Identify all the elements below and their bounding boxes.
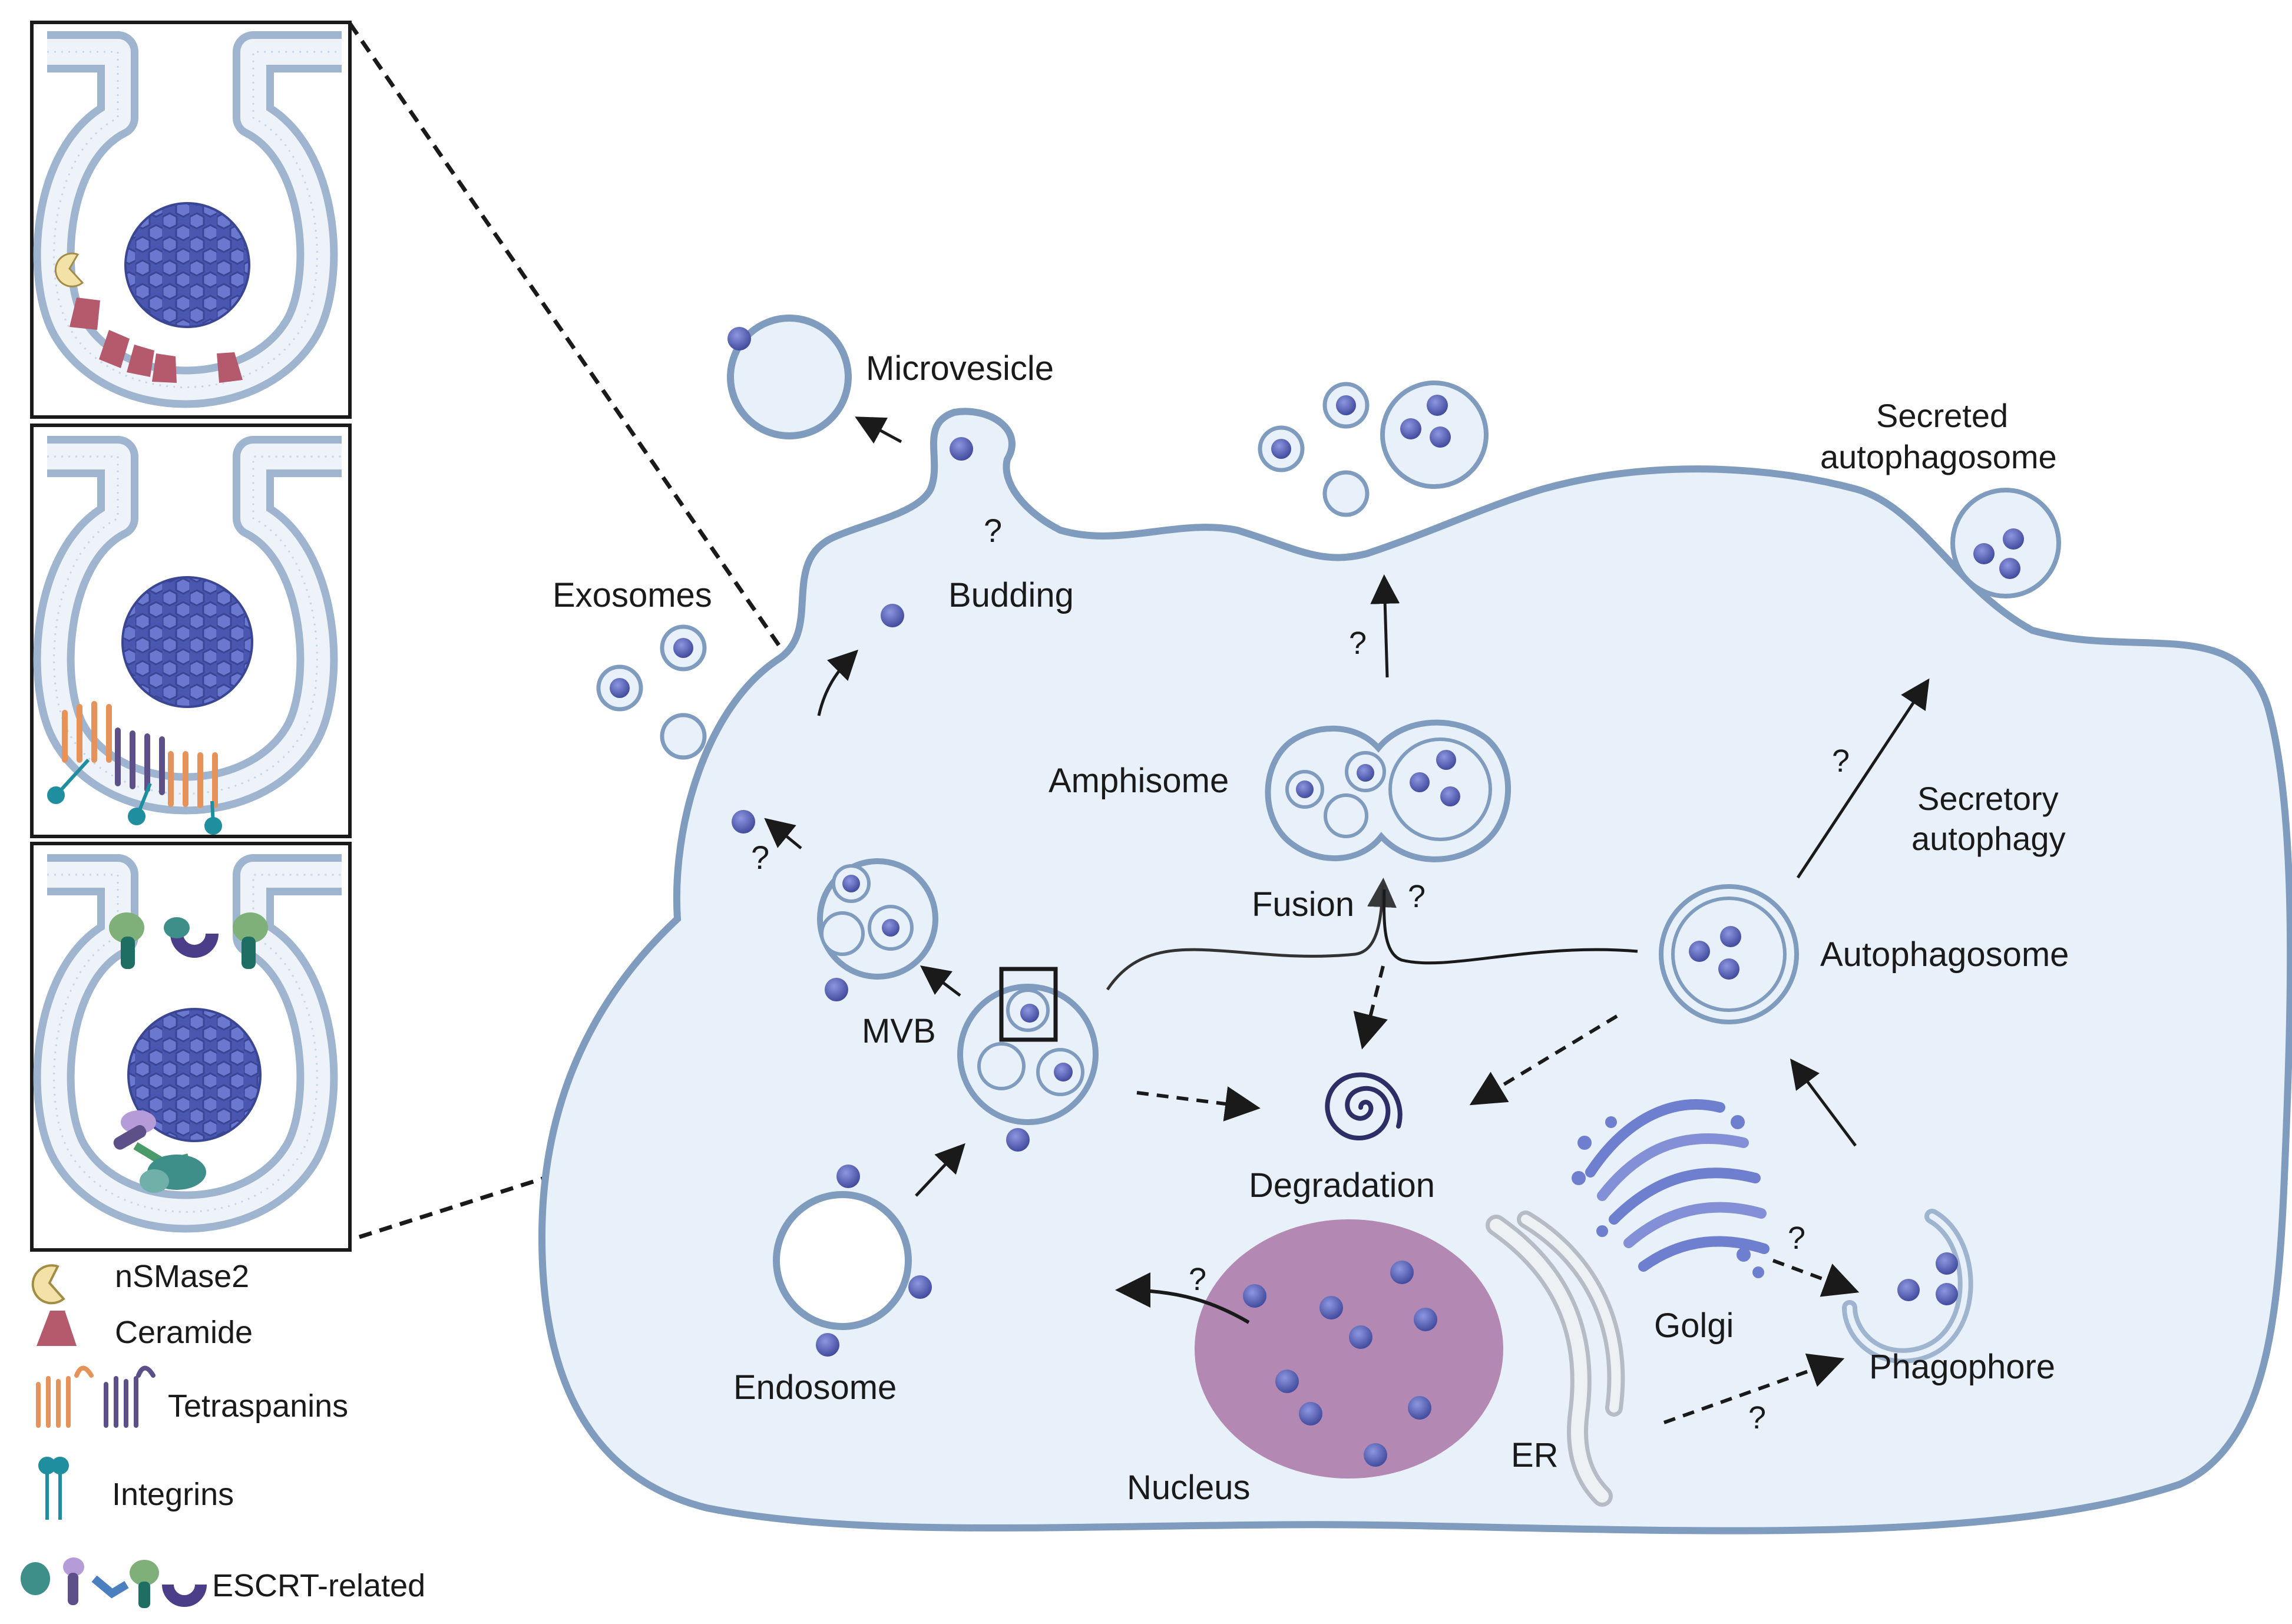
mvb (957, 967, 1099, 1152)
virus-particle (124, 202, 250, 328)
label-fusion: Fusion (1252, 885, 1354, 924)
arrow-endosome-to-mvb (915, 1143, 965, 1197)
arrow-golgi-to-phagophore (1772, 1259, 1860, 1297)
autophagosome (1659, 884, 1799, 1024)
q-amphisome-release: ? (1349, 626, 1367, 661)
microvesicle (727, 315, 852, 439)
label-microvesicle: Microvesicle (866, 349, 1054, 388)
q-fusion: ? (1408, 879, 1426, 914)
label-phagophore: Phagophore (1869, 1348, 2055, 1386)
legend-nsmase2-label: nSMase2 (115, 1259, 249, 1294)
endosome (773, 1165, 932, 1357)
mvb-zoom-box (999, 967, 1058, 1042)
arrow-er-to-phagophore (1663, 1353, 1845, 1424)
arrow-amphisome-to-degradation (1353, 965, 1388, 1050)
virus-particle (121, 576, 253, 708)
legend-integrins-icon (38, 1457, 69, 1520)
label-endosome: Endosome (733, 1368, 897, 1407)
arrow-to-microvesicle (855, 416, 902, 444)
legend-ceramide-icon (37, 1311, 77, 1346)
arrow-exosome-release (817, 649, 859, 716)
label-mvb: MVB (862, 1012, 936, 1050)
label-degradation: Degradation (1249, 1166, 1435, 1205)
inset-panels (30, 21, 352, 1252)
arrow-mvb-to-membrane (920, 965, 961, 997)
arrow-autophagosome-to-degradation (1469, 1014, 1618, 1106)
phagophore (1842, 1209, 1973, 1364)
nsmase2-icon (54, 252, 84, 287)
degradation-spiral-icon (1325, 1072, 1403, 1140)
label-budding: Budding (948, 576, 1074, 614)
inset-panel-tetraspanins (30, 424, 352, 838)
secreted-vesicles (1258, 381, 1489, 517)
cargo-budding (950, 437, 973, 461)
cell-membrane (538, 408, 2292, 1534)
cargo-release (732, 810, 755, 834)
legend-escrt-icon (21, 1557, 207, 1608)
label-amphisome: Amphisome (1049, 762, 1229, 800)
q-nucleus: ? (1189, 1262, 1206, 1297)
label-secreted-line1: Secreted (1876, 397, 2008, 434)
ceramide-icon (70, 297, 100, 330)
legend-integrins-label: Integrins (112, 1477, 234, 1512)
legend-tetraspanins-label: Tetraspanins (168, 1388, 348, 1424)
q-exosome: ? (751, 839, 769, 876)
arrow-amphisome-release (1370, 574, 1400, 678)
q-budding: ? (984, 512, 1002, 549)
virus-particle (127, 1008, 262, 1142)
amphisome (1265, 719, 1512, 862)
integrin-icon (47, 758, 222, 835)
cargo-budding-2 (881, 604, 904, 627)
label-secreted-line2: autophagosome (1820, 438, 2057, 475)
escrt-complex-icon (109, 912, 268, 1193)
arrow-nucleus-export (1115, 1272, 1250, 1324)
inset-panel-ceramide (30, 21, 352, 419)
label-autophagosome: Autophagosome (1820, 935, 2069, 974)
label-er: ER (1511, 1436, 1559, 1474)
legend-nsmase2-icon (31, 1264, 65, 1305)
label-exosomes: Exosomes (553, 576, 712, 614)
tetraspanin-cluster-icon (62, 701, 218, 808)
label-golgi: Golgi (1654, 1307, 1734, 1345)
q-secretory: ? (1832, 743, 1850, 779)
exosome-group (596, 624, 707, 760)
inset-panel-escrt (30, 842, 352, 1252)
q-golgi: ? (1788, 1221, 1805, 1256)
q-er: ? (1748, 1400, 1766, 1436)
legend: nSMase2 Ceramide Tetraspanins Integrins … (21, 1259, 425, 1608)
legend-ceramide-label: Ceramide (115, 1315, 253, 1350)
arrow-secretory-autophagy (1796, 678, 1930, 879)
label-nucleus: Nucleus (1127, 1468, 1251, 1507)
fusion-lines (1106, 878, 1638, 991)
nucleus (1195, 1219, 1503, 1479)
legend-tetraspanins-icon (36, 1365, 156, 1428)
legend-escrt-label: ESCRT-related (212, 1568, 425, 1603)
arrow-mvb-fusion (764, 818, 802, 849)
er (1486, 1210, 1625, 1507)
golgi (1572, 1099, 1770, 1278)
mvb-docked (817, 858, 938, 1001)
secreted-autophagosome (1950, 488, 2061, 598)
arrow-phagophore-to-autophagosome (1790, 1059, 1857, 1147)
label-secretory-line2: autophagy (1911, 820, 2066, 857)
label-secretory-line1: Secretory (1917, 780, 2059, 817)
